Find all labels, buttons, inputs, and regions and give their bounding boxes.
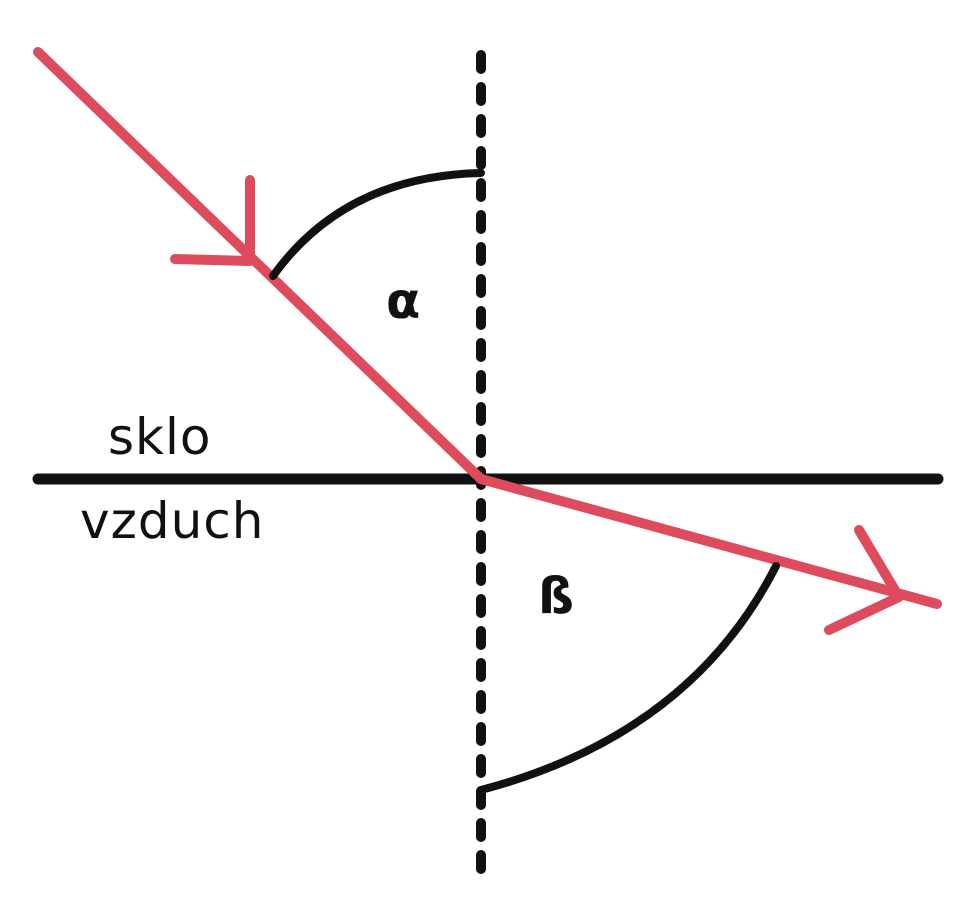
- refracted-arrowhead: [824, 525, 904, 635]
- incident-ray: [33, 47, 486, 484]
- refracted-ray: [476, 474, 942, 609]
- alpha-angle-arc: [269, 169, 485, 280]
- beta-angle-label: ß: [538, 567, 574, 625]
- beta-angle-arc: [477, 562, 780, 794]
- upper-medium-label: sklo: [108, 408, 212, 466]
- incident-arrowhead: [170, 175, 255, 266]
- alpha-angle-label: α: [386, 272, 420, 330]
- lower-medium-label: vzduch: [80, 492, 264, 550]
